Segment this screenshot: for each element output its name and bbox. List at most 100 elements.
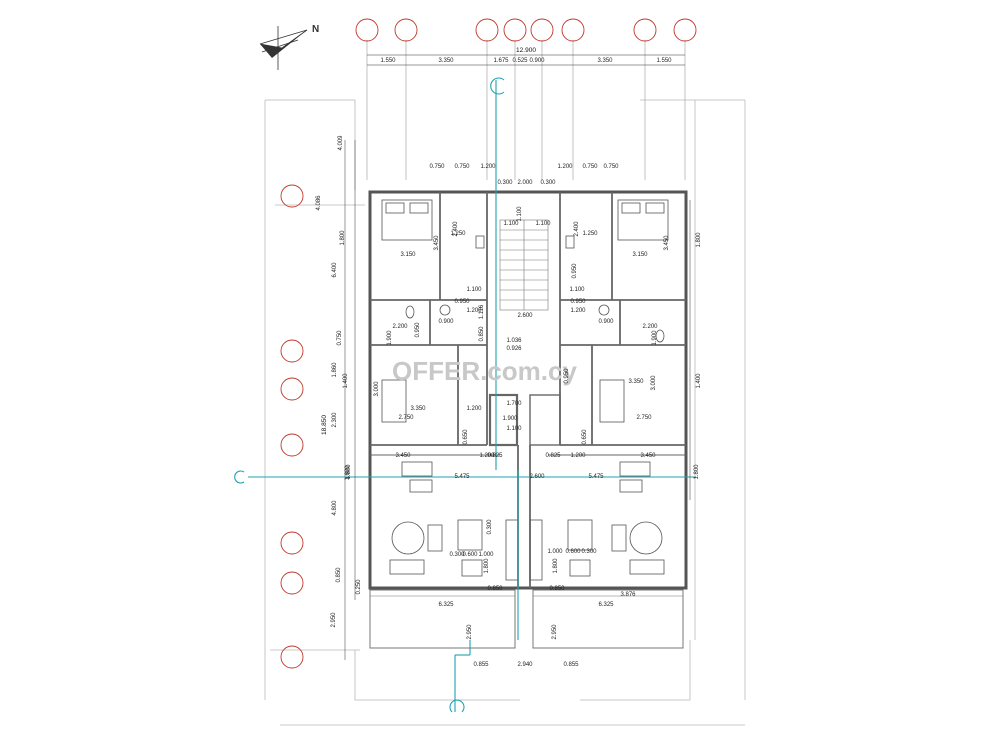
dimension-label: 0.850 (487, 586, 503, 592)
dimension-label: 2.950 (552, 624, 558, 640)
dimension-label: 2.000 (517, 180, 533, 186)
dimension-label: 5.475 (454, 474, 470, 480)
dimension-label: 0.250 (356, 579, 362, 595)
dimension-label: 1.100 (535, 221, 551, 227)
dining-table-icon (409, 479, 433, 493)
dimension-label: 3.000 (651, 375, 657, 391)
dimension-label: 0.300 (449, 552, 465, 558)
hob-icon (529, 519, 543, 581)
building-walls (368, 190, 688, 590)
north-label: N (312, 24, 319, 35)
dimension-label: 0.825 (487, 453, 503, 459)
dimension-label: 1.100 (506, 426, 522, 432)
dimension-label: 3.450 (395, 453, 411, 459)
hob-icon (505, 519, 519, 581)
dimension-label: 3.350 (410, 406, 426, 412)
furniture (381, 199, 669, 581)
dimension-label: 4.009 (338, 135, 344, 151)
basin-icon (598, 304, 610, 316)
dimension-label: 1.200 (479, 453, 495, 459)
overall-width-label: 12.900 (516, 47, 536, 54)
dimension-label: 1.100 (569, 287, 585, 293)
sofa-icon (629, 559, 665, 575)
dimension-label: 3.150 (400, 252, 416, 258)
dimension-label: 0.855 (563, 662, 579, 668)
dimension-label: 5.475 (588, 474, 604, 480)
dimension-label: 1.900 (387, 330, 393, 346)
dimension-label: 0.900 (598, 319, 614, 325)
dimension-label: 2.200 (642, 324, 658, 330)
bed-icon (617, 199, 669, 241)
dimension-label: 0.950 (454, 299, 470, 305)
round-table-icon (391, 521, 425, 555)
dimension-label: 1.400 (343, 373, 349, 389)
dining-table-icon (619, 461, 651, 477)
dimension-label: 0.300 (487, 519, 493, 535)
dimension-label: 0.950 (572, 263, 578, 279)
armchair-icon (427, 524, 443, 552)
dimension-label: 0.900 (438, 319, 454, 325)
dimension-label: 0.750 (603, 164, 619, 170)
dimension-label: 2.750 (636, 415, 652, 421)
dimension-label: 3.350 (628, 379, 644, 385)
dimension-label: 1.800 (484, 558, 490, 574)
dimension-label: 0.750 (582, 164, 598, 170)
dimension-label: 0.850 (479, 326, 485, 342)
dimension-label: 0.926 (506, 346, 522, 352)
dimension-label: 0.855 (473, 662, 489, 668)
dimension-label: 2.400 (574, 221, 580, 237)
dimension-label: 1.800 (696, 232, 702, 248)
watermark: OFFER.com.cy (392, 356, 577, 386)
dimension-label: 1.800 (346, 464, 352, 480)
dimension-label: 3.350 (597, 58, 613, 64)
grid-bubbles-left (280, 184, 304, 669)
dimension-label: 1.675 (493, 58, 509, 64)
dimension-label: 1.800 (694, 464, 700, 480)
dimension-label: 1.000 (547, 549, 563, 555)
dimension-label: 0.950 (415, 322, 421, 338)
kitchen-counter-icon (457, 519, 483, 551)
bed-icon (381, 199, 433, 241)
dimension-label: 1.100 (517, 206, 523, 222)
balconies (369, 589, 684, 649)
dining-table-icon (401, 461, 433, 477)
toilet-icon (475, 235, 485, 249)
dimension-label: 1.200 (570, 308, 586, 314)
dimension-label: 1.200 (466, 308, 482, 314)
round-table-icon (629, 521, 663, 555)
dining-table-icon (619, 479, 643, 493)
dimension-label: 3.450 (434, 235, 440, 251)
dimension-label: 3.000 (374, 381, 380, 397)
dimension-label: 1.800 (340, 230, 346, 246)
dimension-label: 4.086 (316, 195, 322, 211)
dimension-label: 1.116 (479, 304, 485, 319)
dimension-label: 1.800 (553, 558, 559, 574)
section-lines (234, 77, 696, 713)
dimension-label: 3.876 (620, 592, 636, 598)
dimension-label: 2.750 (398, 415, 414, 421)
dimension-label: 1.550 (656, 58, 672, 64)
dimension-label: 0.525 (512, 58, 528, 64)
basin-icon (439, 304, 451, 316)
dimension-label: 0.850 (336, 567, 342, 583)
dimension-label: 1.600 (345, 465, 351, 481)
dimension-label: 1.860 (332, 362, 338, 378)
dimension-label: 3.450 (664, 235, 670, 251)
dimension-label: 1.100 (466, 287, 482, 293)
dimension-label: 0.850 (549, 586, 565, 592)
dimension-label: 1.200 (480, 164, 496, 170)
dimension-label: 0.600 (565, 549, 581, 555)
dimension-label: 1.400 (696, 373, 702, 389)
dimension-lines (344, 54, 691, 660)
dimension-label: 0.950 (570, 299, 586, 305)
toilet-icon (655, 329, 665, 343)
dimension-label: 0.825 (545, 453, 561, 459)
dimension-label: 2.600 (517, 313, 533, 319)
north-arrow-icon: N (259, 24, 319, 70)
dimension-label: 3.350 (438, 58, 454, 64)
grid-lines (366, 40, 686, 180)
toilet-icon (565, 235, 575, 249)
dimension-label: 1.250 (582, 231, 598, 237)
